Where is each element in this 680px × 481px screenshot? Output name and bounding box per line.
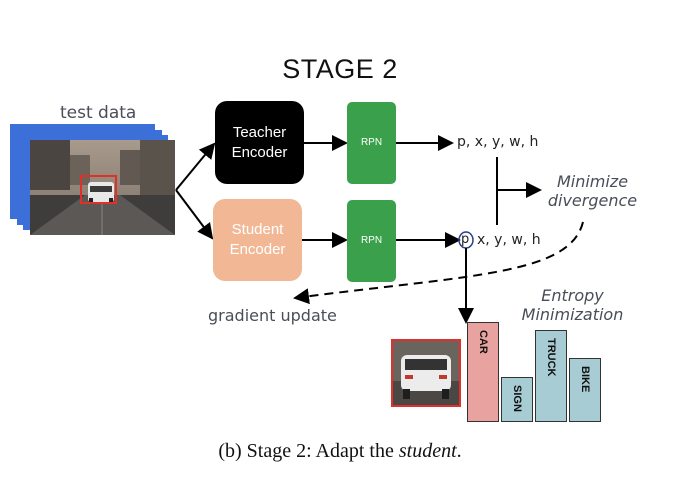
histogram-bar-bike	[569, 358, 601, 422]
entropy-minimization-label: Entropy Minimization	[510, 286, 635, 324]
teacher-encoder-box: Teacher Encoder	[215, 101, 304, 184]
caption-emph: student	[398, 440, 457, 462]
caption-suffix: .	[456, 440, 462, 462]
arrow-to-student	[175, 189, 214, 240]
histogram-label-bike: BIKE	[579, 366, 591, 393]
entropy-line1: Entropy	[541, 286, 604, 305]
teacher-rpn-label: RPN	[360, 137, 383, 148]
student-rpn-box: RPN	[347, 200, 396, 282]
detected-car-crop	[391, 339, 461, 407]
histogram-bar-car	[467, 322, 499, 422]
test-data-image	[30, 140, 175, 235]
histogram-bar-sign	[501, 377, 533, 422]
figure-caption: (b) Stage 2: Adapt the student.	[0, 440, 680, 463]
gradient-update-dashed-arrow	[293, 221, 584, 305]
student-encoder-box: Student Encoder	[213, 199, 302, 281]
teacher-line2: Encoder	[231, 143, 288, 161]
minimize-divergence-label: Minimize divergence	[540, 172, 645, 210]
student-output-p: p	[461, 232, 470, 247]
teacher-output: p, x, y, w, h	[457, 134, 539, 150]
student-rpn-label: RPN	[360, 235, 383, 246]
student-line2: Encoder	[229, 241, 286, 258]
teacher-rpn-box: RPN	[347, 102, 396, 184]
gradient-update-label: gradient update	[208, 306, 337, 325]
histogram-label-truck: TRUCK	[545, 338, 557, 377]
student-line1: Student	[231, 221, 284, 238]
histogram-bar-truck	[535, 330, 567, 422]
caption-prefix: (b) Stage 2: Adapt the	[218, 440, 399, 462]
test-data-label: test data	[60, 103, 137, 123]
minimize-line2: divergence	[547, 191, 638, 210]
histogram-label-car: CAR	[477, 330, 489, 354]
student-output-rest: x, y, w, h	[477, 232, 541, 248]
teacher-line1: Teacher	[232, 123, 287, 141]
entropy-line2: Minimization	[521, 305, 624, 324]
minimize-line1: Minimize	[556, 172, 629, 191]
histogram-label-sign: SIGN	[511, 385, 523, 412]
class-histogram: CAR SIGN TRUCK BIKE	[467, 322, 603, 422]
stage-title: STAGE 2	[282, 54, 398, 84]
arrow-to-teacher	[175, 142, 216, 191]
